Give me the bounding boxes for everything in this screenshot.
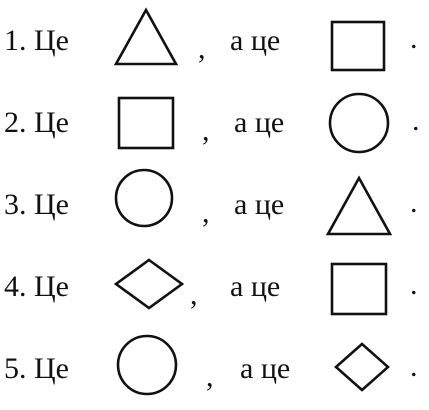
row-period: . — [410, 268, 418, 301]
square-icon — [330, 262, 388, 316]
triangle-icon — [113, 7, 179, 66]
worksheet-row-4: 4. Це , а це . — [0, 246, 429, 328]
rhombus-icon — [113, 258, 185, 310]
triangle-icon — [325, 175, 393, 236]
row-comma: , — [190, 278, 198, 311]
square-icon — [330, 20, 386, 72]
worksheet-row-5: 5. Це , а це . — [0, 328, 429, 410]
row-number-label: 3. Це — [4, 188, 69, 221]
row-number-label: 5. Це — [4, 352, 69, 385]
row-period: . — [410, 350, 418, 383]
rhombus-icon — [334, 342, 390, 392]
row-number-label: 1. Це — [4, 24, 69, 57]
row-connector-text: а це — [230, 270, 281, 303]
circle-icon — [116, 334, 178, 396]
worksheet-row-1: 1. Це , а це . — [0, 0, 429, 82]
worksheet-row-3: 3. Це , а це . — [0, 164, 429, 246]
row-comma: , — [206, 360, 214, 393]
worksheet-row-2: 2. Це , а це . — [0, 82, 429, 164]
row-connector-text: а це — [230, 24, 281, 57]
circle-icon — [114, 168, 174, 228]
row-connector-text: а це — [234, 106, 285, 139]
circle-icon — [328, 92, 390, 154]
row-period: . — [410, 186, 418, 219]
row-comma: , — [202, 196, 210, 229]
row-connector-text: а це — [240, 352, 291, 385]
square-icon — [117, 96, 175, 150]
row-period: . — [410, 22, 418, 55]
row-number-label: 2. Це — [4, 106, 69, 139]
row-comma: , — [198, 32, 206, 65]
row-comma: , — [202, 114, 210, 147]
row-connector-text: а це — [234, 188, 285, 221]
row-number-label: 4. Це — [4, 270, 69, 303]
row-period: . — [412, 104, 420, 137]
